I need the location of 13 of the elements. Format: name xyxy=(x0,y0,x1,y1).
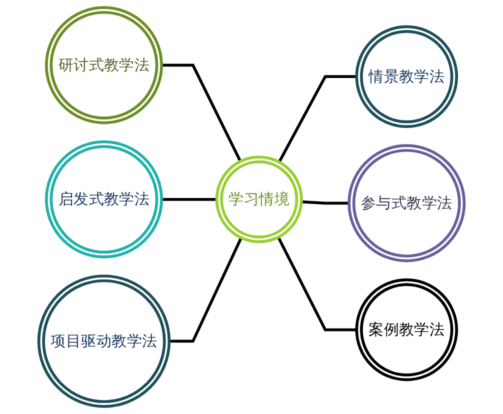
node-circle: 学习情境 xyxy=(215,156,303,244)
connector xyxy=(169,237,242,343)
node-circle: 研讨式教学法 xyxy=(44,6,163,124)
connector xyxy=(162,64,242,162)
node-circle: 参与式教学法 xyxy=(348,144,466,262)
connector xyxy=(278,75,357,163)
node-circle: 情景教学法 xyxy=(355,25,458,128)
node-circle: 案例教学法 xyxy=(355,278,458,382)
connector xyxy=(162,198,217,201)
node-circle: 项目驱动教学法 xyxy=(37,274,171,408)
connector xyxy=(301,200,350,205)
node-circle: 启发式教学法 xyxy=(44,140,163,258)
connector xyxy=(277,236,357,332)
